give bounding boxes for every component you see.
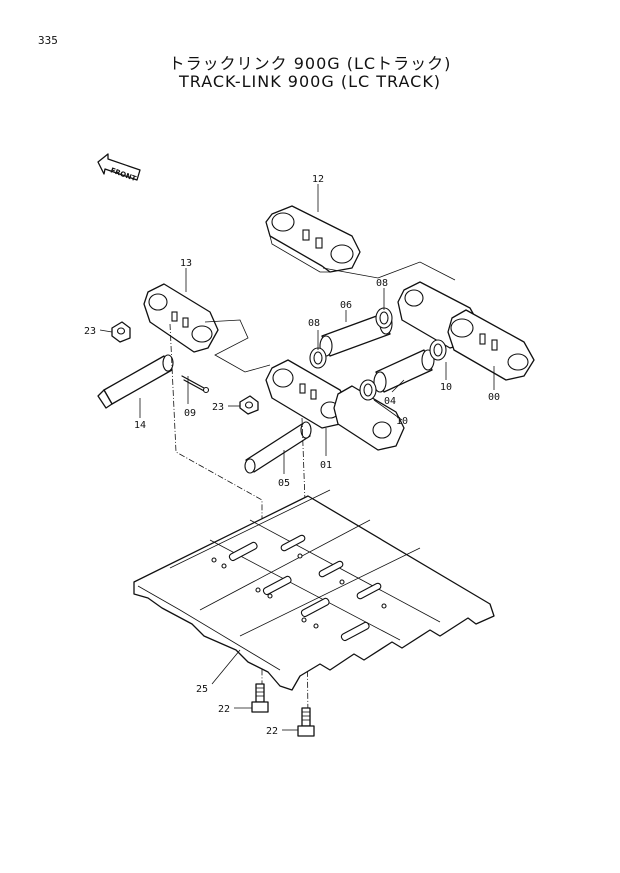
callout-13: 13 — [180, 258, 192, 269]
bolt-22-upper — [251, 683, 269, 713]
callout-06: 06 — [340, 300, 352, 311]
pin-14 — [97, 354, 174, 409]
title-japanese: トラックリンク 900G (LCトラック) — [168, 54, 452, 73]
front-arrow-icon: FRONT — [97, 153, 141, 183]
track-shoe-25 — [133, 489, 495, 691]
callout-00: 00 — [488, 392, 500, 403]
pin-05 — [244, 421, 312, 474]
callout-01: 01 — [320, 460, 332, 471]
title-english: TRACK-LINK 900G (LC TRACK) — [178, 72, 442, 91]
callout-25: 25 — [196, 684, 208, 695]
ring-10-lower — [359, 379, 377, 401]
callout-08: 08 — [376, 278, 388, 289]
page-number: 335 — [38, 34, 58, 47]
leader-lines — [99, 184, 495, 731]
seal-08-upper — [375, 307, 393, 329]
track-link-13 — [143, 283, 271, 373]
callout-09: 09 — [184, 408, 196, 419]
bushing-04 — [373, 349, 435, 393]
callout-numbers: 12 13 23 08 08 06 14 09 23 10 10 04 00 0… — [84, 174, 500, 737]
ring-10-upper — [429, 339, 447, 361]
seal-08-lower — [309, 347, 327, 369]
callout-12: 12 — [312, 174, 324, 185]
callout-22: 22 — [218, 704, 230, 715]
callout-10: 10 — [396, 416, 408, 427]
callout-14: 14 — [134, 420, 146, 431]
cotter-pin-09 — [181, 375, 210, 394]
track-link-01 — [265, 359, 405, 451]
bolt-22-lower — [297, 707, 315, 737]
nut-23-lower — [239, 395, 259, 415]
callout-05: 05 — [278, 478, 290, 489]
callout-23: 23 — [84, 326, 96, 337]
track-link-00 — [397, 281, 535, 381]
callout-10: 10 — [440, 382, 452, 393]
callout-22: 22 — [266, 726, 278, 737]
callout-23: 23 — [212, 402, 224, 413]
nut-23-upper — [111, 321, 131, 343]
callout-04: 04 — [384, 396, 396, 407]
callout-08: 08 — [308, 318, 320, 329]
track-link-12 — [265, 205, 456, 281]
